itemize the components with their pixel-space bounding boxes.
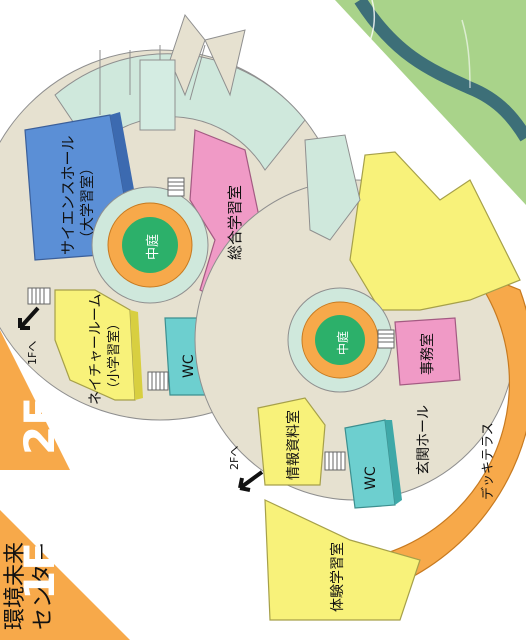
nature-room-sub-label: （小学習室）	[106, 317, 122, 395]
badge-1f-text: 1F	[15, 542, 64, 600]
f1-stair-label: 2Fへ	[228, 446, 241, 470]
f2-stairs-b	[147, 371, 169, 391]
f1-courtyard-label: 中庭	[335, 331, 350, 355]
f1-stairs-b	[324, 451, 346, 471]
title-line2: センター	[31, 542, 56, 630]
office-label: 事務室	[419, 333, 436, 375]
general-study-label: 総合学習室	[226, 185, 244, 260]
science-hall-sub-label: （大学習室）	[79, 161, 96, 245]
park-area	[335, 0, 526, 205]
experience-study-label: 体験学習室	[329, 542, 346, 612]
f2-stair-label: 1Fへ	[26, 341, 39, 365]
f2-courtyard	[122, 217, 178, 273]
f2-stairs-c	[167, 177, 185, 197]
experience-study-room	[264, 499, 421, 621]
science-hall-label: サイエンスホール	[59, 135, 77, 255]
deck-terrace-label: デッキテラス	[480, 422, 496, 500]
f1-yellow-hall	[349, 151, 521, 311]
badge-2f	[0, 330, 70, 470]
f2-courtyard-label: 中庭	[145, 234, 161, 260]
f1-courtyard	[315, 315, 365, 365]
office-room	[394, 317, 461, 386]
f1-stairs-a	[377, 329, 395, 349]
f1-up-arrow	[238, 470, 264, 492]
info-room-label: 情報資料室	[285, 410, 302, 480]
badge-2f-text: 2F	[15, 397, 64, 455]
title-line1: 環境未来	[3, 542, 28, 630]
floor-1f-plan	[194, 134, 526, 621]
badge-1f	[0, 510, 130, 640]
nature-room	[54, 289, 136, 401]
f2-down-arrow	[18, 306, 40, 330]
nature-room-label: ネイチャールーム	[88, 294, 104, 405]
f2-wc-label: WC	[181, 354, 197, 378]
f2-stairs-a	[27, 287, 51, 305]
entrance-hall-label: 玄関ホール	[415, 405, 432, 475]
info-room	[257, 397, 326, 486]
f1-wc-label: WC	[363, 466, 379, 490]
